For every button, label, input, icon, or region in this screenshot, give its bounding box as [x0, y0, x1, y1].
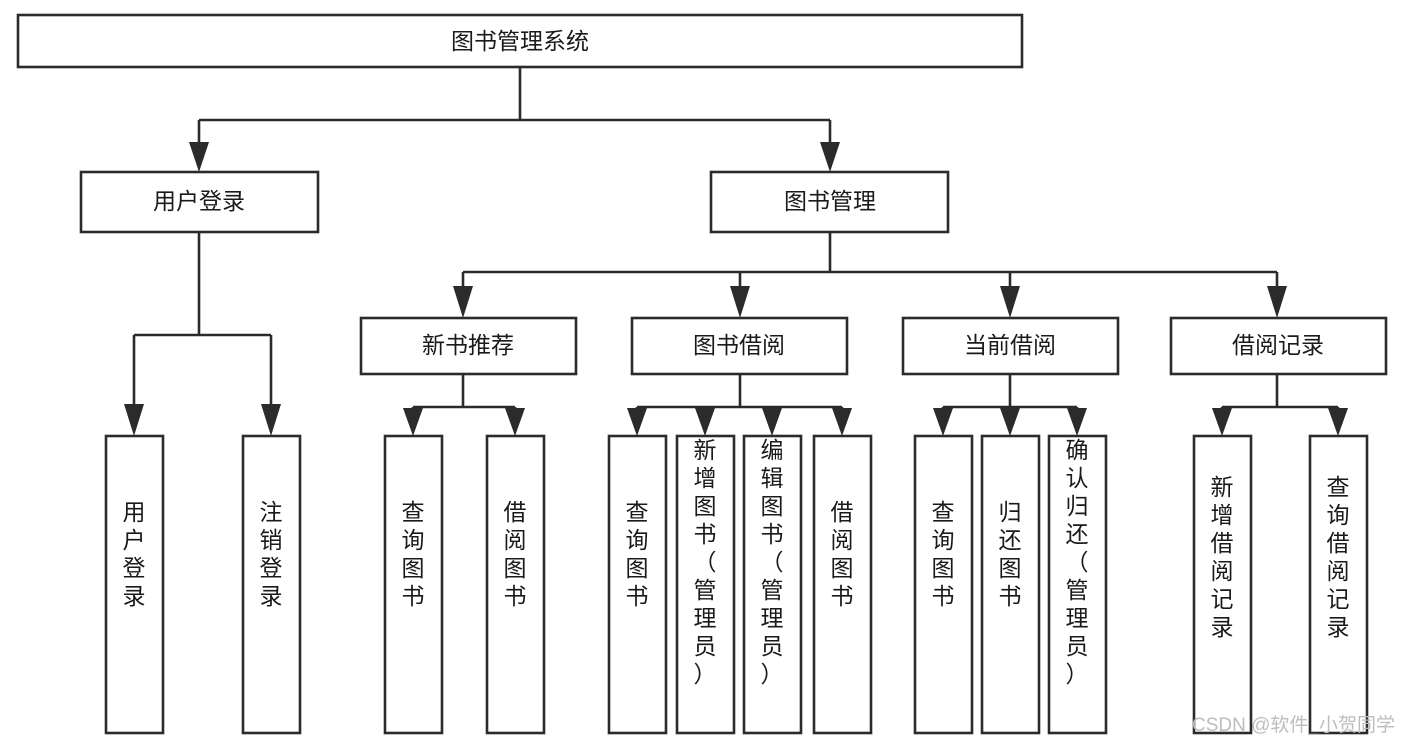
- leaf-node-query-borrow-record[interactable]: 查询借阅记录: [1308, 434, 1369, 735]
- node-new-book-recommend-box[interactable]: [359, 316, 578, 376]
- leaf-node-query-book-current[interactable]: 查询图书: [913, 434, 974, 735]
- node-new-book-recommend[interactable]: 新书推荐: [359, 316, 578, 376]
- arrow-head-icon: [832, 408, 852, 436]
- leaf-node-return-book-box[interactable]: [980, 434, 1041, 735]
- leaf-node-add-book-admin-label: 新增图书（管理员）: [694, 437, 717, 687]
- leaf-node-edit-book-admin-label: 编辑图书（管理员）: [761, 437, 784, 687]
- leaf-node-add-borrow-record-label: 新增借阅记录: [1211, 474, 1234, 640]
- node-book-management[interactable]: 图书管理: [709, 170, 950, 234]
- node-current-borrow-label: 当前借阅: [964, 332, 1056, 358]
- arrow-head-icon: [1267, 286, 1287, 318]
- leaf-node-borrow-book[interactable]: 借阅图书: [812, 434, 873, 735]
- leaf-node-user-login[interactable]: 用户登录: [104, 434, 165, 735]
- node-book-borrow[interactable]: 图书借阅: [630, 316, 849, 376]
- node-book-borrow-label: 图书借阅: [693, 332, 785, 358]
- node-new-book-recommend-label: 新书推荐: [422, 332, 514, 358]
- node-current-borrow-box[interactable]: [901, 316, 1120, 376]
- arrow-head-icon: [762, 408, 782, 436]
- leaf-node-edit-book-admin[interactable]: 编辑图书（管理员）: [742, 434, 803, 735]
- leaf-node-query-borrow-record-box[interactable]: [1308, 434, 1369, 735]
- leaf-node-return-book[interactable]: 归还图书: [980, 434, 1041, 735]
- node-root[interactable]: 图书管理系统: [16, 13, 1024, 69]
- leaf-node-logout[interactable]: 注销登录: [241, 434, 302, 735]
- node-current-borrow[interactable]: 当前借阅: [901, 316, 1120, 376]
- leaf-node-add-borrow-record[interactable]: 新增借阅记录: [1192, 434, 1253, 735]
- arrow-head-icon: [1212, 408, 1232, 436]
- leaf-node-query-book-recommend-box[interactable]: [383, 434, 444, 735]
- leaf-node-logout-label: 注销登录: [260, 499, 283, 609]
- arrow-head-icon: [730, 286, 750, 318]
- connector-layer: [124, 67, 1348, 436]
- leaf-node-edit-book-admin-box[interactable]: [742, 434, 803, 735]
- watermark-label: CSDN @软件_小贺同学: [1192, 714, 1395, 736]
- node-user-login[interactable]: 用户登录: [79, 170, 320, 234]
- leaf-node-borrow-book-recommend-box[interactable]: [485, 434, 546, 735]
- node-book-management-box[interactable]: [709, 170, 950, 234]
- leaf-node-borrow-book-box[interactable]: [812, 434, 873, 735]
- node-book-borrow-box[interactable]: [630, 316, 849, 376]
- leaf-node-add-borrow-record-box[interactable]: [1192, 434, 1253, 735]
- leaf-node-confirm-return-admin-label: 确认归还（管理员）: [1066, 437, 1089, 687]
- node-borrow-record-label: 借阅记录: [1232, 332, 1324, 358]
- leaf-node-query-book-recommend[interactable]: 查询图书: [383, 434, 444, 735]
- leaf-node-borrow-book-label: 借阅图书: [831, 499, 854, 609]
- arrow-head-icon: [189, 142, 209, 172]
- arrow-head-icon: [261, 404, 281, 436]
- leaf-node-return-book-label: 归还图书: [999, 499, 1022, 609]
- arrow-head-icon: [505, 408, 525, 436]
- leaf-node-confirm-return-admin[interactable]: 确认归还（管理员）: [1047, 434, 1108, 735]
- leaf-node-query-borrow-record-label: 查询借阅记录: [1327, 474, 1350, 640]
- node-book-management-label: 图书管理: [784, 188, 876, 214]
- leaf-node-query-book-borrow[interactable]: 查询图书: [607, 434, 668, 735]
- arrow-head-icon: [820, 142, 840, 172]
- leaf-node-borrow-book-recommend-label: 借阅图书: [504, 499, 527, 609]
- node-user-login-box[interactable]: [79, 170, 320, 234]
- arrow-head-icon: [453, 286, 473, 318]
- node-borrow-record-box[interactable]: [1169, 316, 1388, 376]
- arrow-head-icon: [1000, 286, 1020, 318]
- leaf-node-logout-box[interactable]: [241, 434, 302, 735]
- arrow-head-icon: [1328, 408, 1348, 436]
- arrow-head-icon: [403, 408, 423, 436]
- arrow-head-icon: [933, 408, 953, 436]
- leaf-node-query-book-borrow-label: 查询图书: [626, 499, 649, 609]
- leaf-node-add-book-admin[interactable]: 新增图书（管理员）: [675, 434, 736, 735]
- arrow-head-icon: [695, 408, 715, 436]
- leaf-node-query-book-borrow-box[interactable]: [607, 434, 668, 735]
- leaf-node-query-book-current-label: 查询图书: [932, 499, 955, 609]
- arrow-head-icon: [627, 408, 647, 436]
- node-user-login-label: 用户登录: [153, 188, 245, 214]
- leaf-node-user-login-label: 用户登录: [123, 499, 146, 609]
- leaf-node-add-book-admin-box[interactable]: [675, 434, 736, 735]
- leaf-node-query-book-recommend-label: 查询图书: [402, 499, 425, 609]
- arrow-head-icon: [124, 404, 144, 436]
- node-root-box[interactable]: [16, 13, 1024, 69]
- leaf-node-query-book-current-box[interactable]: [913, 434, 974, 735]
- arrow-head-icon: [1000, 408, 1020, 436]
- node-root-label: 图书管理系统: [451, 28, 589, 54]
- arrow-head-icon: [1067, 408, 1087, 436]
- node-borrow-record[interactable]: 借阅记录: [1169, 316, 1388, 376]
- leaf-node-user-login-box[interactable]: [104, 434, 165, 735]
- leaf-node-borrow-book-recommend[interactable]: 借阅图书: [485, 434, 546, 735]
- leaf-node-confirm-return-admin-box[interactable]: [1047, 434, 1108, 735]
